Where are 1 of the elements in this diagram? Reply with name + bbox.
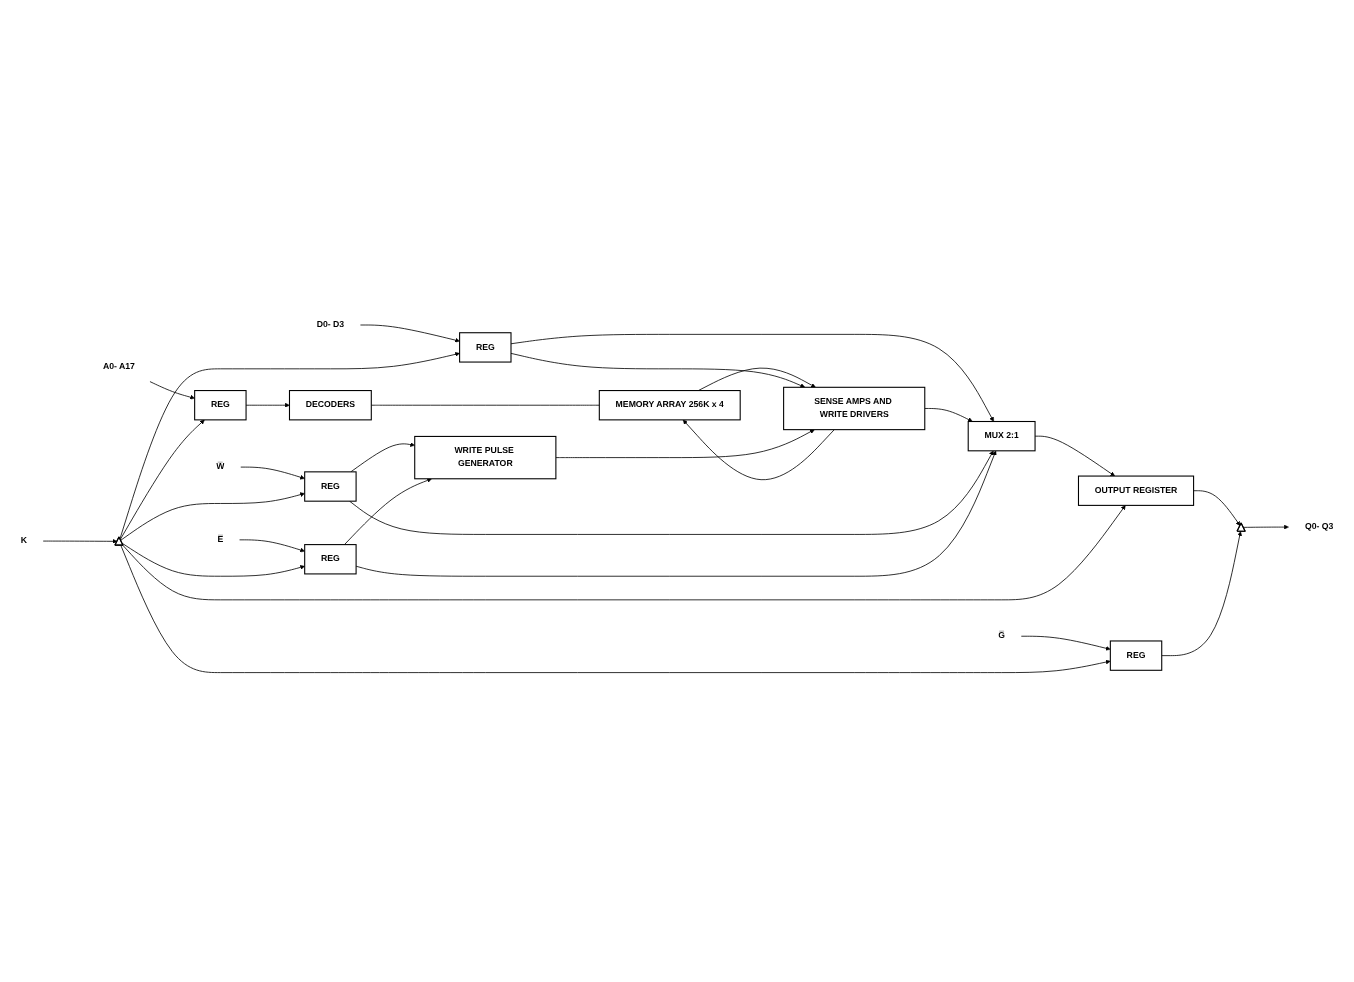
connector xyxy=(370,404,600,406)
